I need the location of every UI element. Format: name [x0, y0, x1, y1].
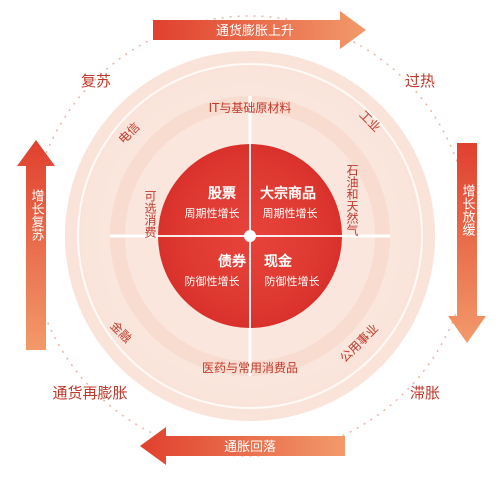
- sector-bottom-label: 医药与常用消费品: [202, 361, 298, 375]
- phase-stagflation-label: 滞胀: [410, 384, 440, 402]
- asset-bonds-desc: 防御性增长: [185, 274, 240, 288]
- asset-bonds-name: 债券: [218, 253, 247, 270]
- asset-commodities-name: 大宗商品: [260, 185, 316, 202]
- arrow-left: 增长复苏: [17, 140, 55, 350]
- arrow-top: 通货膨胀上升: [153, 11, 366, 49]
- arrow-right-label: 增长放缓: [460, 184, 476, 237]
- asset-commodities-desc: 周期性增长: [263, 206, 318, 220]
- asset-stocks-name: 股票: [208, 186, 236, 202]
- arrow-down-shape: [448, 143, 486, 343]
- arrow-right: 增长放缓: [448, 143, 486, 343]
- sector-top-label: IT与基础原材料: [209, 101, 292, 115]
- sector-left-label: 可选消费: [143, 190, 157, 238]
- arrow-top-label: 通货膨胀上升: [216, 23, 294, 39]
- asset-stocks-desc: 周期性增长: [185, 206, 240, 220]
- arrow-right-shape: [153, 11, 366, 49]
- center-dot: [244, 230, 256, 242]
- phase-overheat-label: 过热: [405, 72, 435, 90]
- asset-cash-name: 现金: [264, 253, 293, 270]
- arrow-left-label: 增长复苏: [29, 189, 45, 241]
- arrow-bottom: 通胀回落: [140, 427, 345, 465]
- asset-cash-desc: 防御性增长: [265, 274, 320, 288]
- arrow-left-shape: [140, 427, 345, 465]
- arrow-bottom-label: 通胀回落: [224, 440, 276, 455]
- sector-right-label: 石油和天然气: [345, 164, 359, 236]
- phase-reinflation-label: 通货再膨胀: [52, 384, 127, 402]
- arrow-up-shape: [17, 140, 55, 350]
- outer-ring-edge: [77, 63, 423, 409]
- phase-recovery-label: 复苏: [81, 72, 111, 90]
